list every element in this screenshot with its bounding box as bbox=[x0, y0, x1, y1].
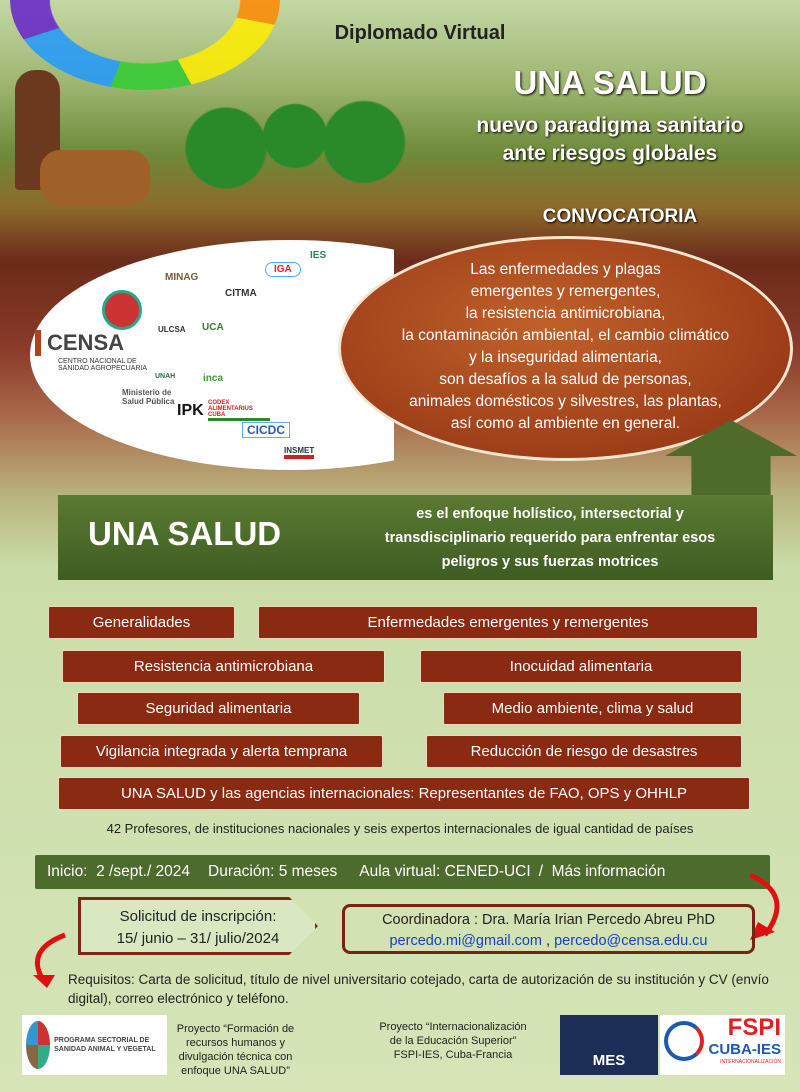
red-curved-arrow-right bbox=[748, 872, 780, 940]
virtual-classroom: Aula virtual: CENED-UCI bbox=[359, 863, 531, 880]
module-generalidades: Generalidades bbox=[48, 606, 235, 639]
module-enfermedades: Enfermedades emergentes y remergentes bbox=[258, 606, 758, 639]
coordinator-box: Coordinadora : Dra. María Irian Percedo … bbox=[342, 904, 755, 954]
cuba-ies-text: CUBA-IES bbox=[708, 1041, 781, 1058]
convocatoria-heading: CONVOCATORIA bbox=[542, 206, 698, 227]
banner-line: transdisciplinario requerido para enfren… bbox=[384, 530, 716, 546]
module-seguridad: Seguridad alimentaria bbox=[77, 692, 360, 725]
programa-text: PROGRAMA SECTORIAL DE SANIDAD ANIMAL Y V… bbox=[54, 1037, 156, 1053]
oval-line: la resistencia antimicrobiana, bbox=[465, 305, 666, 322]
logo-codex: CODEX ALIMENTARIUS CUBA bbox=[208, 400, 270, 421]
module-reduccion: Reducción de riesgo de desastres bbox=[426, 735, 742, 768]
module-medio-ambiente: Medio ambiente, clima y salud bbox=[443, 692, 742, 725]
tagline-2: ante riesgos globales bbox=[502, 142, 718, 165]
logo-mes: MES bbox=[560, 1015, 658, 1075]
logo-censa-sub: CENTRO NACIONAL DE SANIDAD AGROPECUARIA bbox=[58, 358, 148, 372]
module-inocuidad: Inocuidad alimentaria bbox=[420, 650, 742, 683]
project-2: Proyecto “Internacionalización de la Edu… bbox=[379, 1021, 527, 1061]
trees-illustration bbox=[180, 100, 410, 220]
main-title: UNA SALUD bbox=[513, 64, 707, 101]
programa-emblem-icon bbox=[26, 1021, 51, 1069]
requirements: Requisitos: Carta de solicitud, título d… bbox=[68, 970, 788, 1008]
coordinator-name: Coordinadora : Dra. María Irian Percedo … bbox=[382, 912, 715, 928]
registration-label: Solicitud de inscripción: bbox=[119, 908, 277, 925]
banner-text: es el enfoque holístico, intersectorial … bbox=[350, 502, 750, 574]
challenges-oval: Las enfermedades y plagas emergentes y r… bbox=[338, 236, 793, 461]
oval-line: emergentes y remergentes, bbox=[470, 283, 661, 300]
logo-citma: CITMA bbox=[225, 288, 257, 299]
start-date: Inicio: 2 /sept./ 2024 bbox=[47, 863, 191, 880]
logo-minag: MINAG bbox=[165, 272, 199, 283]
logo-round-emblem bbox=[102, 290, 142, 330]
oval-line: y la inseguridad alimentaria, bbox=[469, 349, 662, 366]
module-vigilancia: Vigilancia integrada y alerta temprana bbox=[60, 735, 383, 768]
email-link-censa[interactable]: percedo@censa.edu.cu bbox=[554, 933, 708, 949]
oval-line: así como al ambiente en general. bbox=[450, 415, 681, 432]
email-link-gmail[interactable]: percedo.mi@gmail.com bbox=[389, 933, 543, 949]
project-1: Proyecto “Formación de recursos humanos … bbox=[176, 1023, 295, 1077]
logo-fspi: FSPI CUBA-IES INTERNACIONALIZACIÓN bbox=[660, 1015, 785, 1075]
logo-ies: IES bbox=[310, 250, 327, 261]
red-curved-arrow-left bbox=[33, 932, 66, 988]
requirements-text: Carta de solicitud, título de nivel univ… bbox=[68, 972, 769, 1006]
oval-line: animales domésticos y silvestres, las pl… bbox=[409, 393, 722, 410]
internacionalizacion-text: INTERNACIONALIZACIÓN bbox=[720, 1059, 781, 1065]
logo-censa: CENSA bbox=[35, 330, 124, 356]
duration: Duración: 5 meses bbox=[208, 863, 338, 880]
logo-minsap: Ministerio de Salud Pública bbox=[122, 388, 175, 406]
module-resistencia: Resistencia antimicrobiana bbox=[62, 650, 385, 683]
email-separator: , bbox=[542, 933, 555, 949]
registration-arrow-box: Solicitud de inscripción: 15/ junio – 31… bbox=[78, 897, 318, 955]
una-salud-banner bbox=[58, 495, 773, 580]
logo-inca: inca bbox=[203, 373, 224, 384]
banner-line: peligros y sus fuerzas motrices bbox=[441, 554, 659, 570]
banner-line: es el enfoque holístico, intersectorial … bbox=[416, 506, 684, 522]
more-info-link[interactable]: / Más información bbox=[538, 863, 666, 880]
logo-unah: UNAH bbox=[155, 373, 176, 380]
oval-line: Las enfermedades y plagas bbox=[470, 261, 661, 278]
logo-ulcsa: ULCSA bbox=[158, 325, 186, 334]
logo-cicdc: CICDC bbox=[242, 422, 290, 438]
oval-line: son desafíos a la salud de personas, bbox=[439, 371, 692, 388]
fspi-text: FSPI bbox=[727, 1014, 781, 1041]
logo-programa-sectorial: PROGRAMA SECTORIAL DE SANIDAD ANIMAL Y V… bbox=[22, 1015, 167, 1075]
oval-line: la contaminación ambiental, el cambio cl… bbox=[401, 327, 730, 344]
tagline-1: nuevo paradigma sanitario bbox=[476, 114, 744, 137]
requirements-label: Requisitos: bbox=[68, 972, 135, 987]
module-agencias: UNA SALUD y las agencias internacionales… bbox=[58, 777, 750, 810]
subtitle: Diplomado Virtual bbox=[334, 22, 506, 44]
logo-uca: UCA bbox=[202, 322, 224, 333]
logo-iga: IGA bbox=[265, 262, 301, 277]
professors-text: 42 Profesores, de instituciones nacional… bbox=[106, 821, 694, 836]
registration-dates: 15/ junio – 31/ julio/2024 bbox=[116, 930, 280, 947]
logo-ipk: IPK bbox=[177, 402, 204, 419]
banner-title: UNA SALUD bbox=[88, 515, 282, 552]
logo-insmet: INSMET bbox=[284, 446, 315, 459]
info-bar: Inicio: 2 /sept./ 2024 Duración: 5 meses… bbox=[35, 855, 770, 889]
globe-icon bbox=[664, 1021, 704, 1061]
cow-illustration bbox=[40, 150, 150, 205]
